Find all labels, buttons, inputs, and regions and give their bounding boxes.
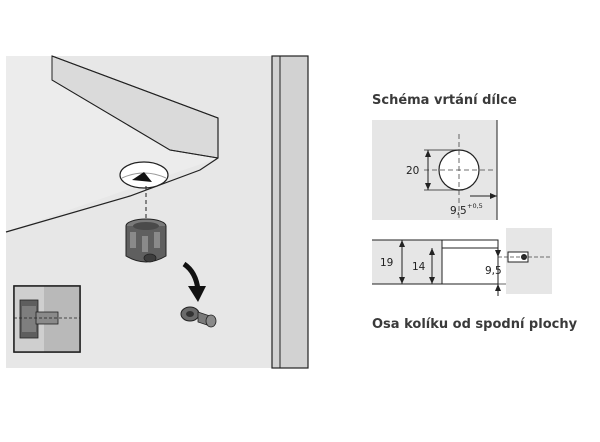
insert-arrow-icon [182, 261, 206, 302]
installation-illustration [5, 55, 309, 369]
connector-pin [180, 306, 217, 328]
hole-offset-tolerance-label: +0,5 [467, 202, 483, 210]
hole-top-view [372, 120, 498, 220]
hole-offset-label: 9,5 [450, 205, 467, 217]
pin-height-label: 9,5 [485, 265, 502, 277]
shelf-hole [119, 161, 169, 189]
pin-axis-heading: Osa kolíku od spodní plochy [372, 317, 578, 332]
drilling-scheme-heading: Schéma vrtání dílce [372, 93, 517, 108]
panel-section-view [372, 239, 499, 285]
side-board [271, 55, 309, 369]
cross-section-inset [13, 285, 81, 353]
panel-thickness-label: 19 [380, 257, 393, 269]
hole-diameter-label: 20 [406, 165, 419, 177]
bore-depth-label: 14 [412, 261, 426, 273]
pin-wall-view [492, 228, 552, 296]
connector-housing [125, 218, 167, 263]
